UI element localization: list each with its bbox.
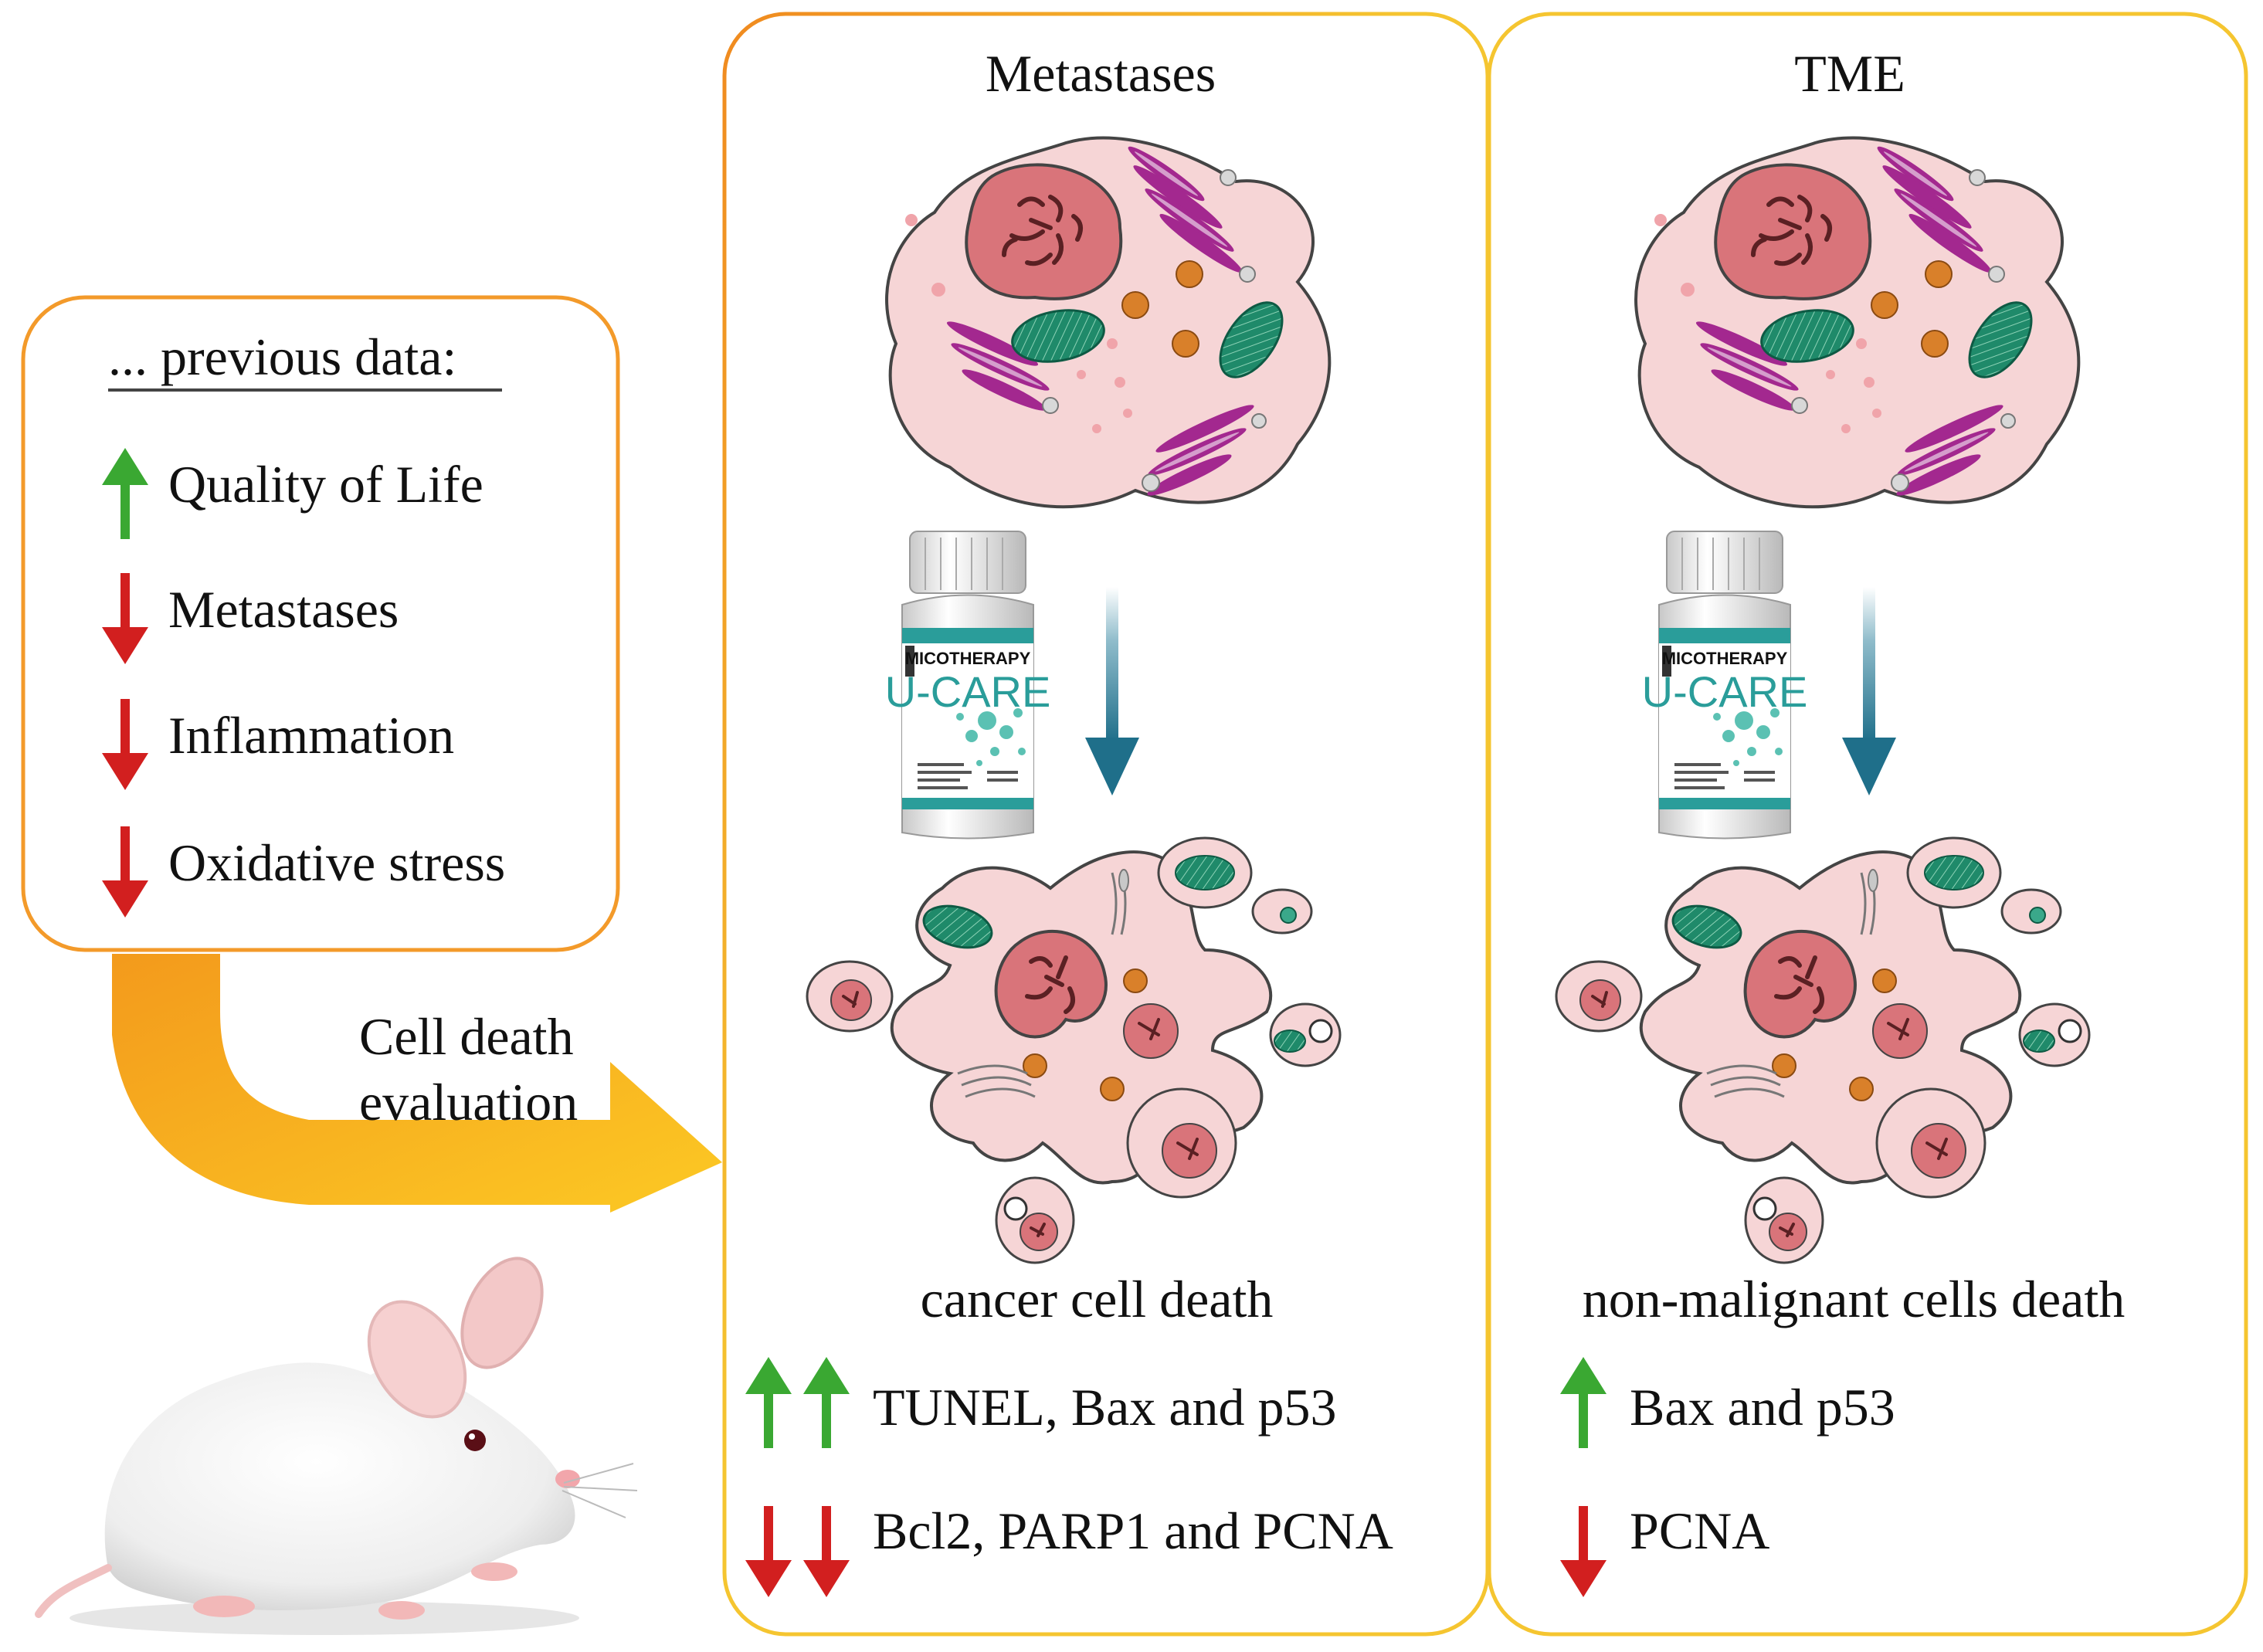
arrow-up-icon xyxy=(745,1357,792,1448)
panel-title: TME xyxy=(1794,44,1905,103)
previous-item-metastases: Metastases xyxy=(102,573,399,664)
result-label: PCNA xyxy=(1630,1501,1769,1560)
tme-cell-illustration xyxy=(1636,138,2078,507)
result-label: Bcl2, PARP1 and PCNA xyxy=(873,1501,1393,1560)
dying-cell-illustration xyxy=(807,838,1340,1263)
mouse-image xyxy=(35,1257,638,1635)
bottle-product: U-CARE xyxy=(885,667,1051,716)
bottle-brand: MICOTHERAPY xyxy=(905,649,1031,668)
result-row-down: Bcl2, PARP1 and PCNA xyxy=(745,1501,1393,1597)
previous-item-oxidative-stress: Oxidative stress xyxy=(102,826,505,918)
flow-arrow: Cell death evaluation xyxy=(112,954,722,1213)
previous-item-inflammation: Inflammation xyxy=(102,699,454,790)
previous-item-label: Inflammation xyxy=(168,706,454,765)
arrow-down-icon xyxy=(1560,1506,1606,1597)
cancer-cell-illustration xyxy=(887,138,1329,507)
flow-arrow-label-line2: evaluation xyxy=(359,1073,578,1131)
previous-item-label: Oxidative stress xyxy=(168,833,505,892)
panel-metastases: Metastases MICOTHERAPY U-CARE cancer cel… xyxy=(722,12,1490,1637)
bottle-brand: MICOTHERAPY xyxy=(1662,649,1788,668)
arrow-down-icon xyxy=(803,1506,850,1597)
result-row-down: PCNA xyxy=(1560,1501,1769,1597)
result-row-up: Bax and p53 xyxy=(1560,1357,1895,1448)
result-row-up: TUNEL, Bax and p53 xyxy=(745,1357,1337,1448)
treatment-arrow-icon xyxy=(1085,587,1139,795)
arrow-up-icon xyxy=(1560,1357,1606,1448)
panel-outcome: cancer cell death xyxy=(921,1270,1274,1328)
flow-arrow-label-line1: Cell death xyxy=(359,1007,574,1066)
previous-data-heading: ... previous data: xyxy=(108,327,456,386)
arrow-down-icon xyxy=(745,1506,792,1597)
panel-title: Metastases xyxy=(986,44,1216,103)
panel-outcome: non-malignant cells death xyxy=(1583,1270,2125,1328)
previous-item-label: Quality of Life xyxy=(168,455,483,514)
dying-cell-illustration xyxy=(1556,838,2089,1263)
result-label: Bax and p53 xyxy=(1630,1378,1895,1437)
arrow-up-icon xyxy=(803,1357,850,1448)
panel-tme: TME MICOTHERAPY U-CARE non-malignant cel… xyxy=(1487,12,2248,1637)
previous-item-quality-of-life: Quality of Life xyxy=(102,448,483,539)
result-label: TUNEL, Bax and p53 xyxy=(873,1378,1337,1437)
previous-data-box: ... previous data: Quality of Life Metas… xyxy=(21,295,620,952)
bottle-product: U-CARE xyxy=(1642,667,1808,716)
treatment-arrow-icon xyxy=(1842,587,1896,795)
previous-item-label: Metastases xyxy=(168,580,399,639)
